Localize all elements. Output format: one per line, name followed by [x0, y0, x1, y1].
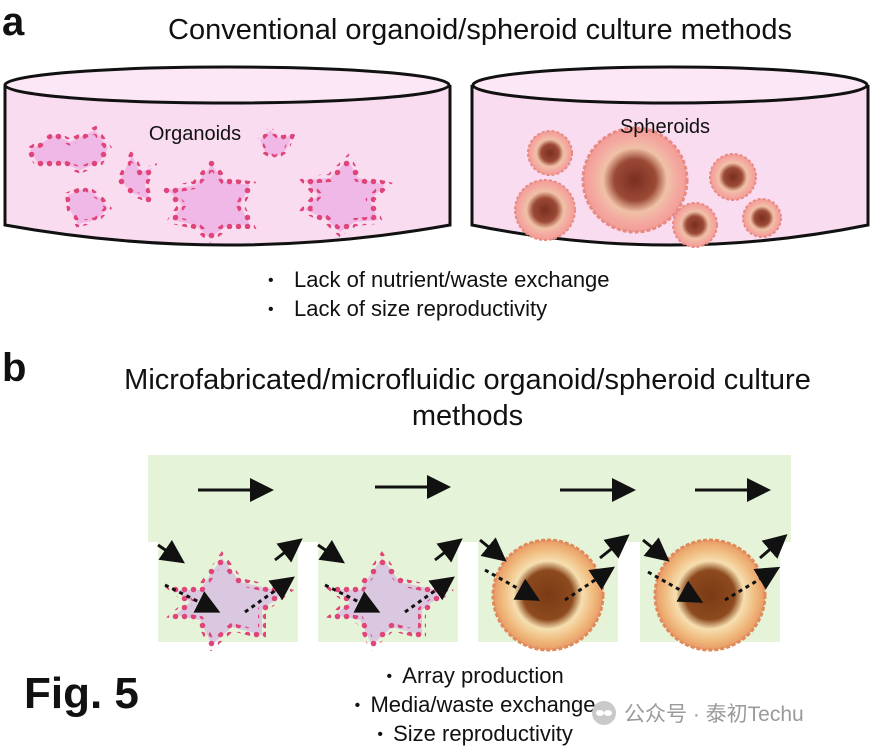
organoid-in-well-1 [163, 551, 295, 652]
bullet-item: Media/waste exchange [300, 691, 640, 720]
spheroid-in-well-4 [653, 538, 767, 652]
microfluidic-array-illustration [148, 455, 791, 652]
spheroid-small-4 [672, 202, 718, 248]
bullet-item: Lack of nutrient/waste exchange [268, 266, 610, 295]
organoid-cluster-5 [257, 126, 297, 161]
flow-arrows [198, 475, 771, 502]
organoid-dish: Organoids [3, 65, 452, 247]
spheroid-dish: Spheroids [470, 65, 870, 248]
wechat-icon [592, 701, 616, 725]
flow-channel [148, 455, 791, 542]
panel-b-title: Microfabricated/microfluidic organoid/sp… [65, 362, 870, 435]
spheroid-large [581, 126, 689, 234]
panel-a-title: Conventional organoid/spheroid culture m… [168, 14, 792, 46]
spheroid-small-2 [514, 179, 576, 241]
panel-b-title-line1: Microfabricated/microfluidic organoid/sp… [124, 364, 811, 396]
spheroid-small-3 [709, 153, 757, 201]
organoid-in-well-2 [323, 551, 455, 652]
panel-b-title-line2: methods [411, 400, 524, 433]
organoid-cluster-2 [116, 148, 158, 206]
bullet-item: Array production [300, 662, 640, 691]
exchange-arrows [157, 534, 788, 564]
culture-dishes-illustration: Organoids Spheroids [3, 65, 870, 248]
spheroid-small-5 [742, 198, 782, 238]
panel-a-letter: a [2, 0, 25, 44]
organoids-label: Organoids [149, 123, 241, 145]
watermark: 公众号 · 泰初Techu [592, 698, 804, 728]
bullet-item: Lack of size reproductivity [268, 295, 610, 324]
spheroid-small-1 [527, 130, 573, 176]
diffusion-arrows [164, 566, 781, 614]
organoid-cluster-1 [25, 125, 113, 174]
spheroid-in-well-3 [491, 538, 605, 652]
spheroids-label: Spheroids [620, 116, 710, 138]
figure-label: Fig. 5 [24, 669, 139, 718]
panel-b-letter: b [2, 346, 27, 390]
organoid-cluster-6 [296, 153, 393, 238]
panel-a-bullets: Lack of nutrient/waste exchange Lack of … [268, 266, 610, 324]
organoid-cluster-3 [64, 184, 113, 228]
organoid-cluster-4 [160, 158, 257, 244]
panel-b-bullets: Array production Media/waste exchange Si… [300, 662, 640, 749]
bullet-item: Size reproductivity [300, 720, 640, 749]
watermark-text: 公众号 · 泰初Techu [624, 703, 804, 726]
